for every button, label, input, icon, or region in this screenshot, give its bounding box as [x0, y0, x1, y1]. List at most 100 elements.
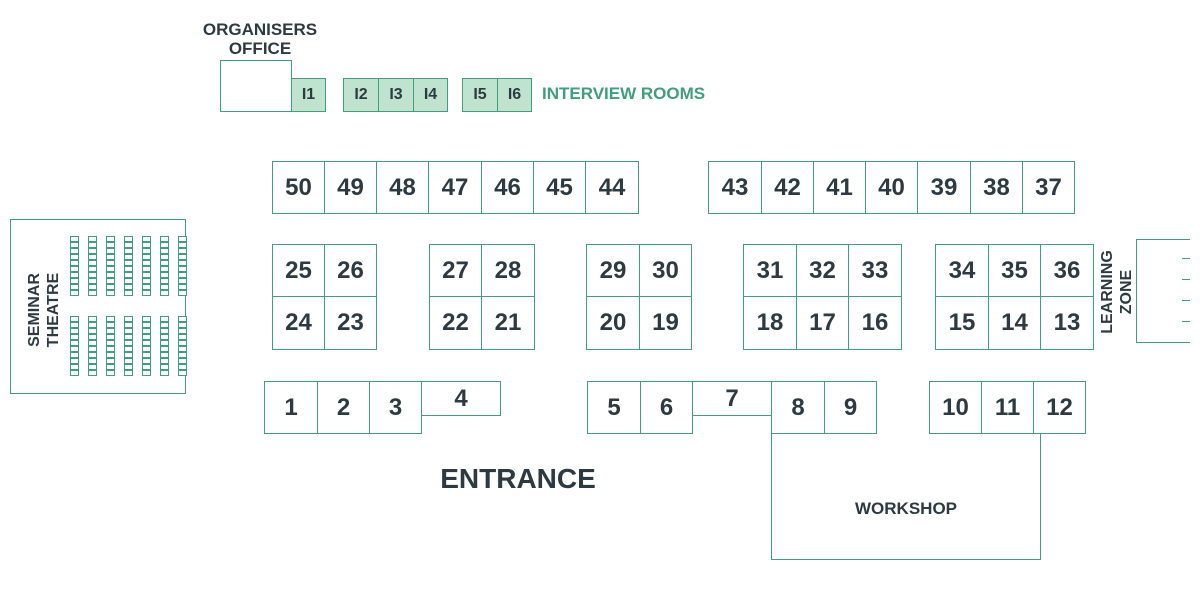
stand-33[interactable]: 33 [848, 244, 902, 297]
stand-34[interactable]: 34 [935, 244, 989, 297]
seat [70, 248, 79, 254]
stand-37[interactable]: 37 [1022, 161, 1075, 214]
stand-19[interactable]: 19 [639, 296, 692, 350]
stand-5[interactable]: 5 [587, 381, 641, 434]
stand-41[interactable]: 41 [813, 161, 866, 214]
workshop-area[interactable] [771, 433, 1041, 560]
seat [178, 248, 187, 254]
stand-49[interactable]: 49 [324, 161, 377, 214]
seat [88, 248, 97, 254]
seat [142, 346, 151, 352]
learning-zone-label-line1: LEARNING [1099, 250, 1116, 334]
seat [106, 352, 115, 358]
stand-6[interactable]: 6 [640, 381, 693, 434]
entrance-label: ENTRANCE [440, 463, 596, 494]
seat [142, 242, 151, 248]
stand-46[interactable]: 46 [481, 161, 534, 214]
seat [142, 322, 151, 328]
stand-30[interactable]: 30 [639, 244, 692, 297]
stand-16[interactable]: 16 [848, 296, 902, 350]
stand-4[interactable]: 4 [421, 381, 501, 416]
seat [106, 254, 115, 260]
stand-15[interactable]: 15 [935, 296, 989, 350]
stand-48[interactable]: 48 [376, 161, 429, 214]
stand-25[interactable]: 25 [272, 244, 325, 297]
stand-21[interactable]: 21 [481, 296, 535, 350]
seat [88, 242, 97, 248]
learning-zone[interactable] [1136, 239, 1190, 343]
seat [142, 316, 151, 322]
interview-room-i1[interactable]: I1 [291, 78, 326, 112]
stand-12[interactable]: 12 [1033, 381, 1086, 434]
stand-3[interactable]: 3 [369, 381, 422, 434]
stand-47[interactable]: 47 [428, 161, 482, 214]
seat [88, 272, 97, 278]
seat [70, 352, 79, 358]
seat [124, 266, 133, 272]
stand-23[interactable]: 23 [324, 296, 377, 350]
seat [124, 278, 133, 284]
stand-28[interactable]: 28 [481, 244, 535, 297]
interview-rooms-label: INTERVIEW ROOMS [542, 84, 706, 103]
seat [88, 254, 97, 260]
seat [178, 328, 187, 334]
stand-42[interactable]: 42 [761, 161, 814, 214]
seat [106, 278, 115, 284]
stand-8[interactable]: 8 [771, 381, 825, 434]
stand-36[interactable]: 36 [1040, 244, 1094, 297]
stand-43[interactable]: 43 [708, 161, 762, 214]
workshop-label: WORKSHOP [855, 499, 957, 518]
seat [106, 322, 115, 328]
seat [124, 370, 133, 376]
stand-27[interactable]: 27 [429, 244, 482, 297]
stand-50[interactable]: 50 [272, 161, 325, 214]
stand-40[interactable]: 40 [865, 161, 918, 214]
stand-20[interactable]: 20 [586, 296, 640, 350]
stand-1[interactable]: 1 [264, 381, 318, 434]
seat [106, 248, 115, 254]
interview-room-i5[interactable]: I5 [462, 78, 498, 112]
learning-zone-tick [1182, 300, 1190, 301]
stand-45[interactable]: 45 [533, 161, 586, 214]
interview-room-i3[interactable]: I3 [378, 78, 414, 112]
interview-room-i2[interactable]: I2 [343, 78, 379, 112]
seminar-theatre[interactable] [10, 219, 186, 394]
stand-9[interactable]: 9 [824, 381, 877, 434]
seat [88, 316, 97, 322]
seat [88, 340, 97, 346]
stand-7[interactable]: 7 [692, 381, 772, 416]
stand-44[interactable]: 44 [585, 161, 639, 214]
stand-39[interactable]: 39 [917, 161, 971, 214]
interview-room-i4[interactable]: I4 [413, 78, 448, 112]
organisers-office[interactable] [220, 60, 292, 112]
stand-26[interactable]: 26 [324, 244, 377, 297]
stand-35[interactable]: 35 [988, 244, 1041, 297]
stand-11[interactable]: 11 [981, 381, 1034, 434]
seat [178, 272, 187, 278]
stand-29[interactable]: 29 [586, 244, 640, 297]
stand-2[interactable]: 2 [317, 381, 370, 434]
seat [178, 290, 187, 296]
seat [160, 316, 169, 322]
stand-10[interactable]: 10 [929, 381, 982, 434]
organisers-office-label-line2: OFFICE [228, 39, 292, 58]
seat [160, 334, 169, 340]
interview-room-i6[interactable]: I6 [497, 78, 532, 112]
stand-24[interactable]: 24 [272, 296, 325, 350]
stand-31[interactable]: 31 [743, 244, 797, 297]
stand-18[interactable]: 18 [743, 296, 797, 350]
seat [106, 272, 115, 278]
stand-17[interactable]: 17 [796, 296, 849, 350]
stand-38[interactable]: 38 [970, 161, 1023, 214]
seat [106, 290, 115, 296]
stand-13[interactable]: 13 [1040, 296, 1094, 350]
stand-32[interactable]: 32 [796, 244, 849, 297]
seat [106, 370, 115, 376]
seat [70, 284, 79, 290]
stand-14[interactable]: 14 [988, 296, 1041, 350]
seat [178, 284, 187, 290]
seat [88, 266, 97, 272]
stand-22[interactable]: 22 [429, 296, 482, 350]
seat [142, 236, 151, 242]
seat [124, 346, 133, 352]
